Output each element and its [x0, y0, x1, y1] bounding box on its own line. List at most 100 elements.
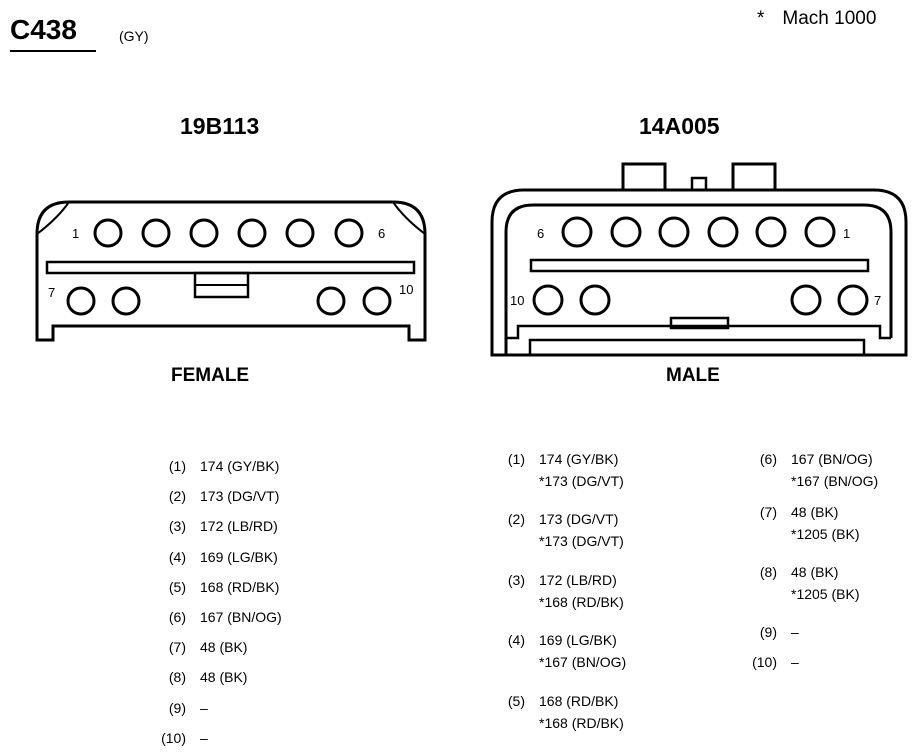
female-pin-label-1: 1	[72, 226, 79, 241]
pin-number: (4)	[168, 548, 186, 565]
female-pin-5	[285, 218, 315, 248]
male-pin-2	[755, 216, 787, 248]
pin-circuit: 168 (RD/BK)	[200, 578, 280, 595]
pin-circuit: 174 (GY/BK)	[539, 451, 619, 467]
male-pin-label-1: 1	[843, 226, 850, 241]
pin-number: (9)	[759, 624, 777, 640]
pin-number: (10)	[752, 654, 777, 670]
pin-number: (6)	[759, 451, 777, 467]
male-pin-1	[804, 216, 836, 248]
pin-circuit: 169 (LG/BK)	[200, 548, 278, 565]
female-pin-cavities	[66, 218, 392, 316]
pin-circuit: 48 (BK)	[200, 639, 248, 656]
female-pin-4	[237, 218, 267, 248]
pin-row: (7) 48 (BK) *1205 (BK)	[760, 504, 860, 543]
female-connector-face	[35, 200, 427, 342]
male-pin-4	[658, 216, 690, 248]
pin-number: (2)	[507, 511, 525, 528]
male-pin-3	[707, 216, 739, 248]
pin-row: (8) 48 (BK) *1205 (BK)	[760, 564, 860, 603]
pin-number: (3)	[507, 571, 525, 588]
pin-circuit-alt: *173 (DG/VT)	[539, 533, 624, 550]
male-pin-9	[579, 284, 611, 316]
male-pin-label-7: 7	[874, 293, 881, 308]
male-pin-10	[532, 284, 564, 316]
pin-row: (6) 167 (BN/OG)	[169, 609, 282, 626]
pin-row: (3)172 (LB/RD)*168 (RD/BK)	[508, 572, 624, 611]
female-pin-3	[189, 218, 219, 248]
male-label: MALE	[666, 365, 720, 386]
note-marker: *	[757, 8, 765, 29]
pin-circuit: –	[200, 729, 208, 746]
pin-row: (7)48 (BK)	[169, 639, 248, 656]
female-pin-6	[334, 218, 364, 248]
pin-row: (4) 169 (LG/BK) *167 (BN/OG)	[508, 632, 627, 671]
pin-number: (7)	[759, 504, 777, 520]
pin-row: (2) 173 (DG/VT) *173 (DG/VT)	[508, 511, 624, 550]
male-pin-7	[837, 284, 869, 316]
pin-row: (5) 168 (RD/BK)	[169, 578, 280, 596]
pin-row: (1) 174 (GY/BK)	[169, 458, 280, 475]
female-pin-label-6: 6	[378, 226, 385, 241]
pin-circuit: 174 (GY/BK)	[200, 458, 280, 474]
pin-row: (4) 169 (LG/BK)	[169, 548, 278, 566]
female-pin-2	[141, 218, 171, 248]
pin-number: (5)	[168, 578, 186, 595]
female-connector-part-number: 19B113	[180, 113, 260, 139]
pin-row: (9)–	[760, 624, 799, 641]
note-text: Mach 1000	[782, 8, 877, 29]
connector-id: C438	[10, 14, 77, 45]
male-pin-5	[610, 216, 642, 248]
pin-number: (6)	[168, 609, 186, 625]
pin-circuit: 173 (DG/VT)	[539, 511, 619, 528]
pin-circuit: 167 (BN/OG)	[200, 609, 282, 625]
pin-circuit-alt: *168 (RD/BK)	[539, 714, 624, 731]
pin-row: (5) 168 (RD/BK) *168 (RD/BK)	[508, 692, 624, 732]
pin-circuit: 167 (BN/OG)	[791, 451, 873, 467]
pin-circuit: 169 (LG/BK)	[539, 632, 617, 649]
pin-number: (5)	[507, 692, 525, 709]
pin-circuit-alt: *167 (BN/OG)	[539, 654, 627, 671]
male-connector-face	[490, 162, 908, 357]
female-pin-7	[66, 286, 96, 316]
female-pin-8	[111, 286, 141, 316]
male-connector-part-number: 14A005	[639, 113, 720, 139]
male-pin-cavities	[532, 216, 869, 316]
female-pin-label-10: 10	[399, 282, 413, 297]
pin-circuit: 173 (DG/VT)	[200, 488, 280, 505]
pin-number: (1)	[507, 451, 525, 467]
male-pin-8	[790, 284, 822, 316]
pin-circuit: 48 (BK)	[791, 504, 839, 520]
pin-number: (9)	[168, 699, 186, 716]
pin-row: (10)–	[161, 729, 208, 747]
pin-circuit: 48 (BK)	[200, 669, 248, 686]
pin-row: (1) 174 (GY/BK) *173 (DG/VT)	[508, 451, 624, 490]
pin-row: (8)48 (BK)	[169, 669, 248, 686]
pin-circuit: –	[200, 699, 208, 716]
female-label: FEMALE	[171, 365, 250, 386]
female-pin-1	[93, 218, 123, 248]
male-pin-label-10: 10	[510, 293, 524, 308]
pin-circuit-alt: *167 (BN/OG)	[791, 473, 879, 489]
pin-circuit: 172 (LB/RD)	[200, 518, 278, 535]
pin-number: (2)	[168, 488, 186, 505]
pin-circuit: –	[791, 654, 799, 670]
pin-number: (3)	[168, 518, 186, 535]
pin-circuit: 168 (RD/BK)	[539, 692, 619, 709]
pin-number: (4)	[507, 632, 525, 649]
pin-row: (2) 173 (DG/VT)	[169, 488, 280, 505]
pin-number: (10)	[161, 729, 186, 746]
mach-note: * Mach 1000	[757, 8, 876, 30]
pin-number: (8)	[759, 564, 777, 580]
pin-circuit-alt: *173 (DG/VT)	[539, 473, 624, 489]
female-pin-label-7: 7	[48, 285, 55, 300]
pin-row: (3) 172 (LB/RD)	[169, 518, 278, 535]
pin-circuit: –	[791, 624, 799, 640]
pin-circuit-alt: *1205 (BK)	[791, 526, 860, 542]
male-pin-label-6: 6	[537, 226, 544, 241]
pin-circuit-alt: *1205 (BK)	[791, 586, 860, 602]
pin-number: (1)	[168, 458, 186, 474]
pin-circuit: 48 (BK)	[791, 564, 839, 580]
pin-circuit-alt: *168 (RD/BK)	[539, 593, 624, 610]
